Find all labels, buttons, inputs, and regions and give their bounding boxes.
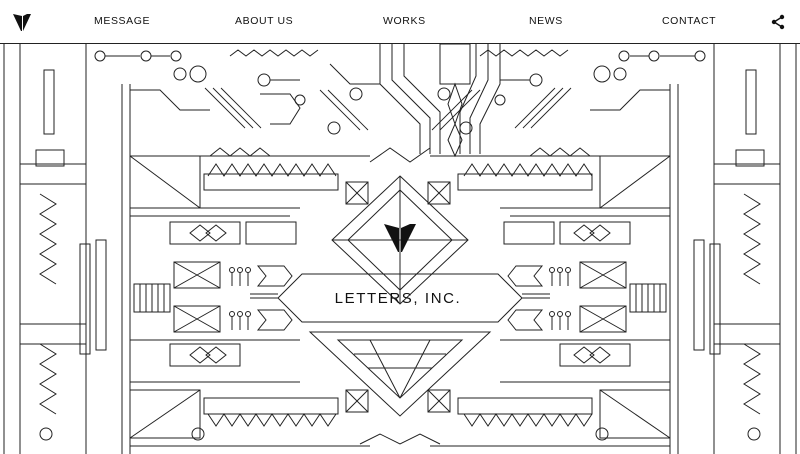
nav-item-message[interactable]: MESSAGE: [94, 15, 151, 27]
v-emblem-icon: [384, 224, 416, 252]
v-monogram-icon[interactable]: [12, 12, 32, 32]
brand-name: LETTERS, INC.: [334, 289, 462, 307]
nav-item-about-us[interactable]: ABOUT US: [235, 15, 294, 27]
share-icon[interactable]: [770, 14, 786, 30]
nav-item-news[interactable]: NEWS: [529, 15, 563, 27]
top-navigation: MESSAGE ABOUT US WORKS NEWS CONTACT: [0, 0, 800, 44]
nav-item-works[interactable]: WORKS: [383, 15, 426, 27]
nav-item-contact[interactable]: CONTACT: [662, 15, 717, 27]
art-deco-illustration: [3, 44, 797, 454]
brand-name-box: LETTERS, INC.: [302, 274, 494, 322]
